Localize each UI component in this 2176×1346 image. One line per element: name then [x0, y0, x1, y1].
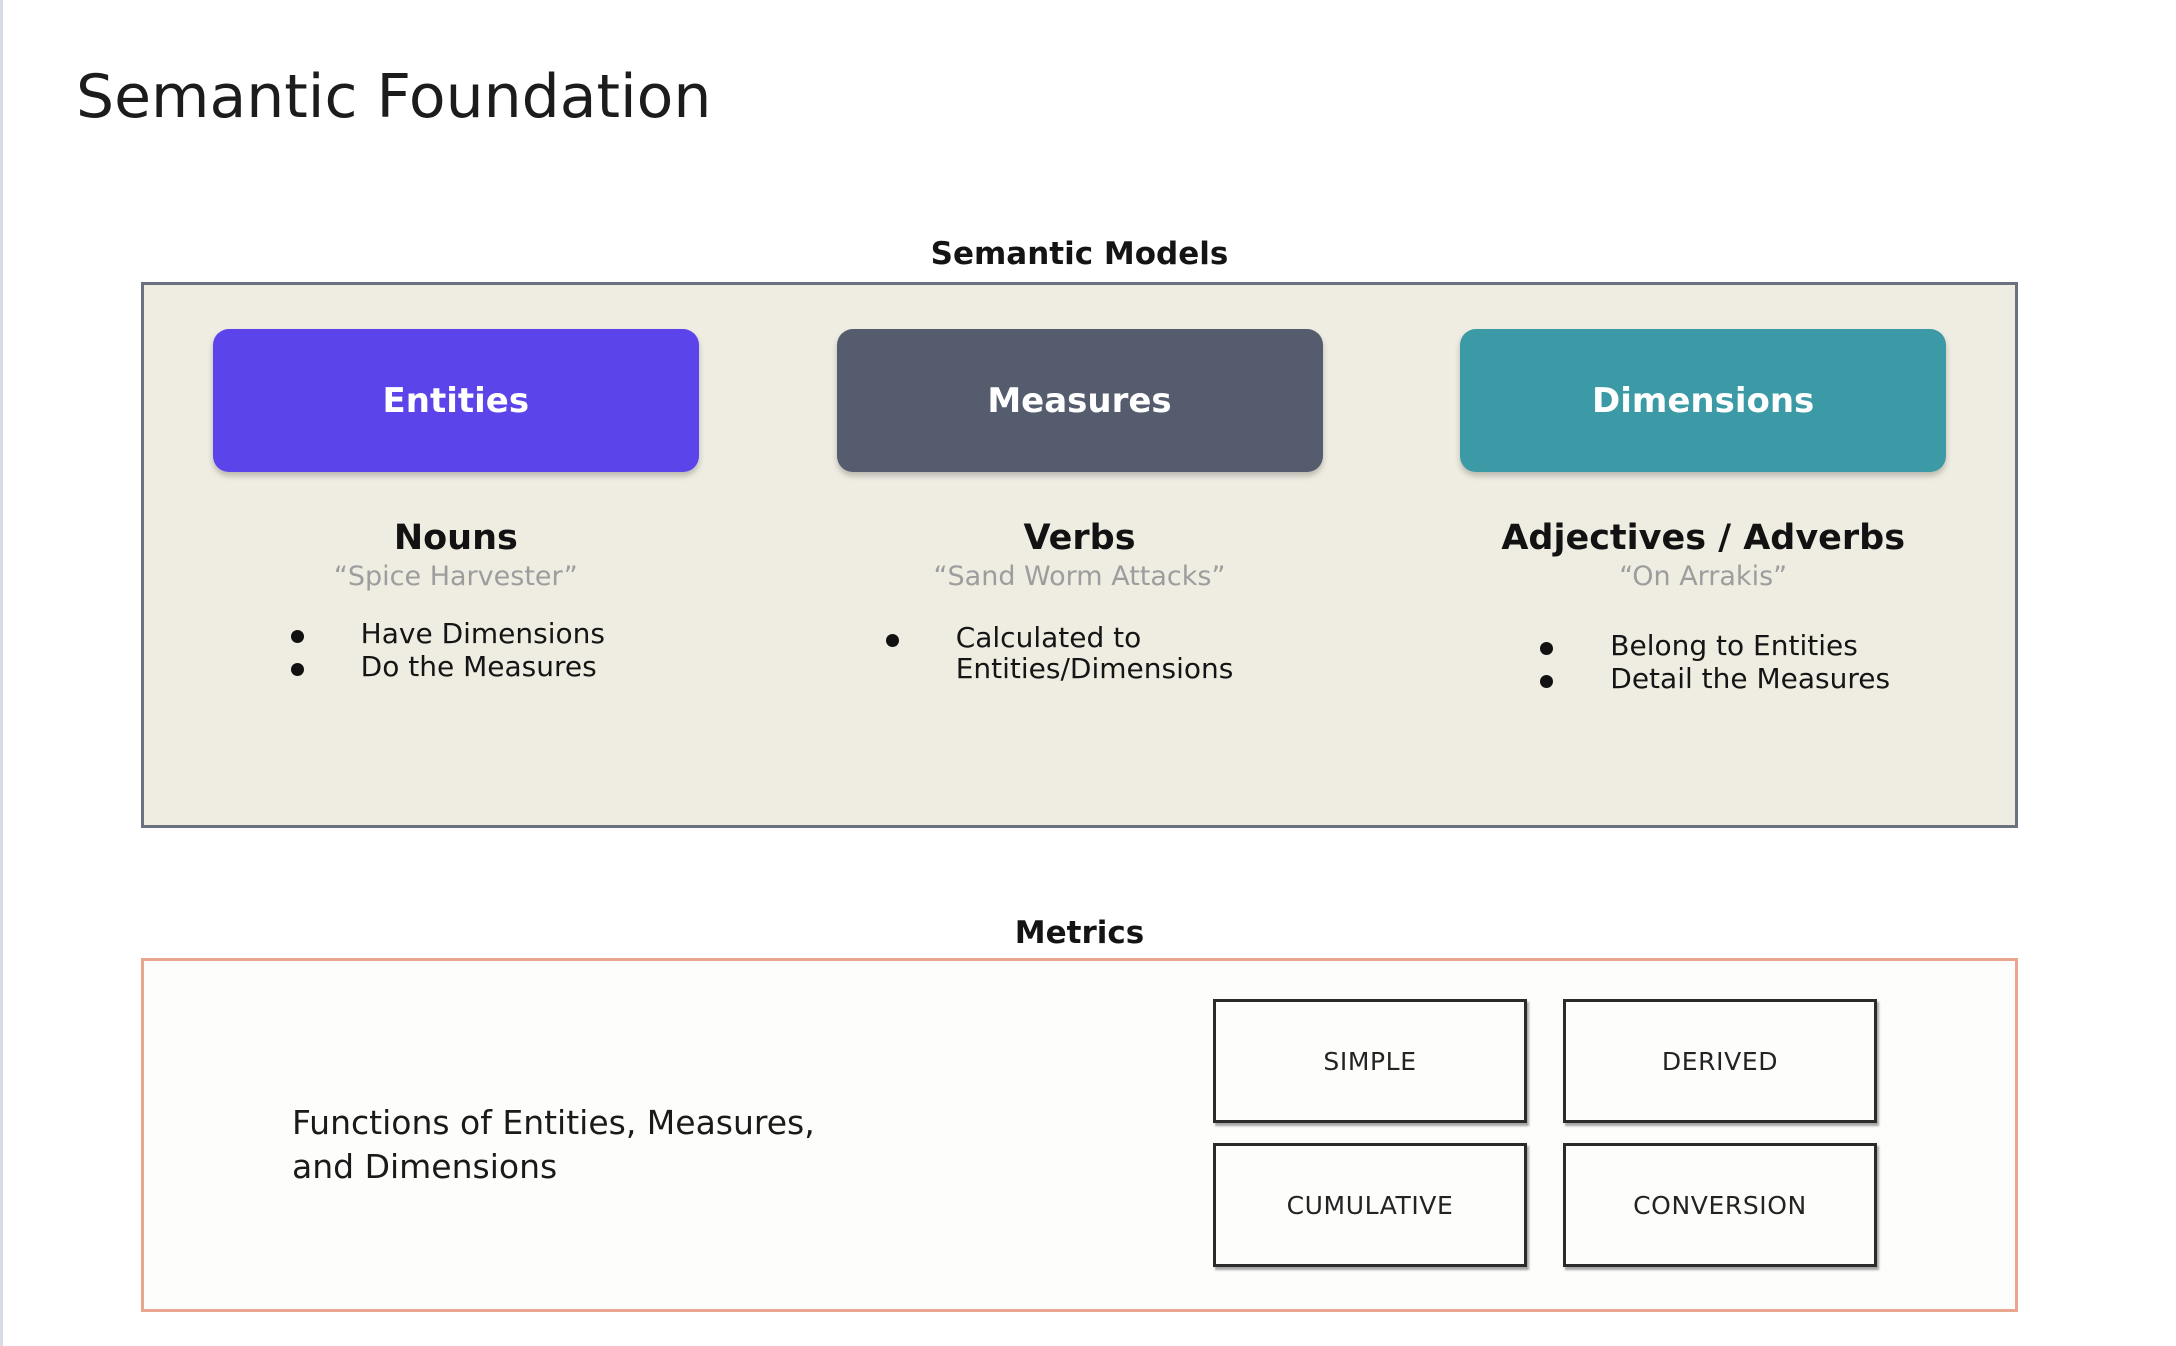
entities-bullet-0: Have Dimensions	[360, 616, 605, 650]
entities-bullet-1: Do the Measures	[360, 650, 597, 684]
measures-example: “Sand Worm Attacks”	[933, 560, 1226, 592]
list-item: Belong to Entities	[1540, 628, 1890, 662]
entities-pill[interactable]: Entities	[212, 329, 699, 472]
semantic-models-columns: Entities Nouns “Spice Harvester” Have Di…	[144, 285, 2015, 825]
bullet-dot-icon	[885, 633, 899, 647]
metric-type-cumulative[interactable]: CUMULATIVE	[1213, 1143, 1527, 1267]
bullet-dot-icon	[1540, 675, 1554, 689]
measures-bullet-list: Calculated to Entities/Dimensions	[885, 620, 1234, 687]
list-item: Have Dimensions	[290, 616, 605, 650]
semantic-column-measures: Measures Verbs “Sand Worm Attacks” Calcu…	[768, 285, 1392, 825]
bullet-dot-icon	[290, 663, 304, 677]
dimensions-bullet-1: Detail the Measures	[1610, 662, 1891, 696]
bullet-dot-icon	[290, 629, 304, 643]
measures-pill[interactable]: Measures	[836, 329, 1323, 472]
metrics-heading: Metrics	[1014, 915, 1145, 951]
list-item: Calculated to Entities/Dimensions	[885, 620, 1234, 686]
entities-example: “Spice Harvester”	[333, 560, 578, 592]
metric-type-derived[interactable]: DERIVED	[1563, 999, 1877, 1123]
metrics-description: Functions of Entities, Measures, and Dim…	[292, 1103, 815, 1187]
list-item: Detail the Measures	[1540, 663, 1890, 694]
slide-left-edge	[0, 0, 3, 1346]
page-title: Semantic Foundation	[76, 62, 712, 132]
measures-part-of-speech: Verbs	[1023, 518, 1136, 558]
dimensions-part-of-speech: Adjectives / Adverbs	[1501, 518, 1906, 558]
metric-type-conversion[interactable]: CONVERSION	[1563, 1143, 1877, 1267]
semantic-column-entities: Entities Nouns “Spice Harvester” Have Di…	[144, 285, 768, 825]
semantic-column-dimensions: Dimensions Adjectives / Adverbs “On Arra…	[1391, 285, 2015, 825]
dimensions-example: “On Arrakis”	[1619, 560, 1788, 592]
entities-bullet-list: Have Dimensions Do the Measures	[290, 616, 605, 685]
semantic-models-heading: Semantic Models	[930, 236, 1229, 272]
metrics-panel: Functions of Entities, Measures, and Dim…	[141, 958, 2018, 1312]
metric-type-simple[interactable]: SIMPLE	[1213, 999, 1527, 1123]
semantic-models-panel: Entities Nouns “Spice Harvester” Have Di…	[141, 282, 2018, 828]
entities-part-of-speech: Nouns	[393, 518, 518, 558]
bullet-dot-icon	[1540, 641, 1554, 655]
metrics-type-grid: SIMPLE DERIVED CUMULATIVE CONVERSION	[1213, 999, 1877, 1267]
dimensions-bullet-list: Belong to Entities Detail the Measures	[1540, 628, 1890, 697]
dimensions-pill[interactable]: Dimensions	[1460, 329, 1947, 472]
dimensions-bullet-0: Belong to Entities	[1610, 628, 1858, 662]
measures-bullet-0: Calculated to Entities/Dimensions	[955, 620, 1234, 686]
list-item: Do the Measures	[290, 650, 605, 684]
